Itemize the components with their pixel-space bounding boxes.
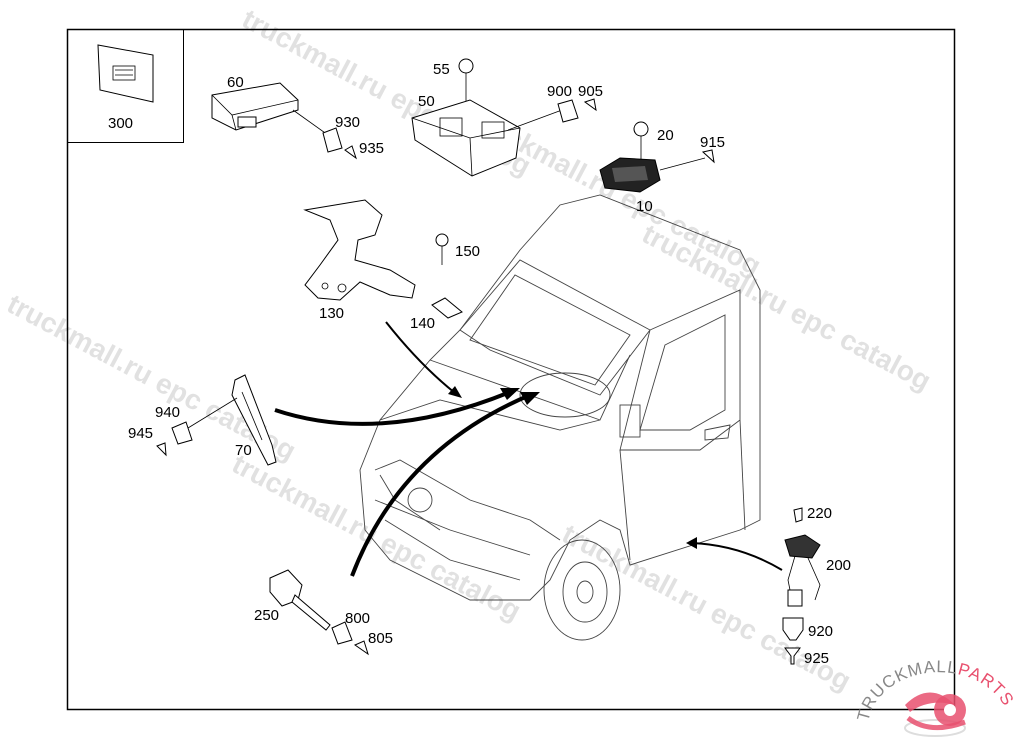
label-250: 250 <box>254 607 279 624</box>
label-930: 930 <box>335 114 360 131</box>
truckmallparts-logo: TRUCKMALLPARTS <box>854 657 1017 737</box>
label-920: 920 <box>808 623 833 640</box>
label-60: 60 <box>227 74 244 91</box>
label-220: 220 <box>807 505 832 522</box>
label-945: 945 <box>128 425 153 442</box>
label-55: 55 <box>433 61 450 78</box>
van-illustration <box>359 194 761 641</box>
part-10-module[interactable] <box>599 121 715 193</box>
inset-box <box>67 29 184 143</box>
part-250-sensor[interactable] <box>269 569 369 656</box>
label-130: 130 <box>319 305 344 322</box>
part-70-sensor[interactable] <box>156 374 277 466</box>
label-50: 50 <box>418 93 435 110</box>
part-200-harness[interactable] <box>782 507 821 665</box>
part-60-control-unit[interactable] <box>211 82 357 160</box>
label-805: 805 <box>368 630 393 647</box>
label-300: 300 <box>108 115 133 132</box>
label-20: 20 <box>657 127 674 144</box>
part-300-manual[interactable] <box>97 44 154 103</box>
assembly-arrows <box>274 321 783 577</box>
label-140: 140 <box>410 315 435 332</box>
callout-labels: 300 60 55 50 900 905 930 935 20 915 10 1… <box>108 61 851 667</box>
label-940: 940 <box>155 404 180 421</box>
label-70: 70 <box>235 442 252 459</box>
part-50-control-unit[interactable] <box>411 58 597 177</box>
label-200: 200 <box>826 557 851 574</box>
label-900: 900 <box>547 83 572 100</box>
label-915: 915 <box>700 134 725 151</box>
label-10: 10 <box>636 198 653 215</box>
label-800: 800 <box>345 610 370 627</box>
watermark: truckmall.ru epc catalog <box>637 218 936 397</box>
part-130-bracket[interactable] <box>303 199 463 319</box>
label-925: 925 <box>804 650 829 667</box>
label-905: 905 <box>578 83 603 100</box>
label-935: 935 <box>359 140 384 157</box>
diagram-frame <box>66 28 956 711</box>
label-150: 150 <box>455 243 480 260</box>
